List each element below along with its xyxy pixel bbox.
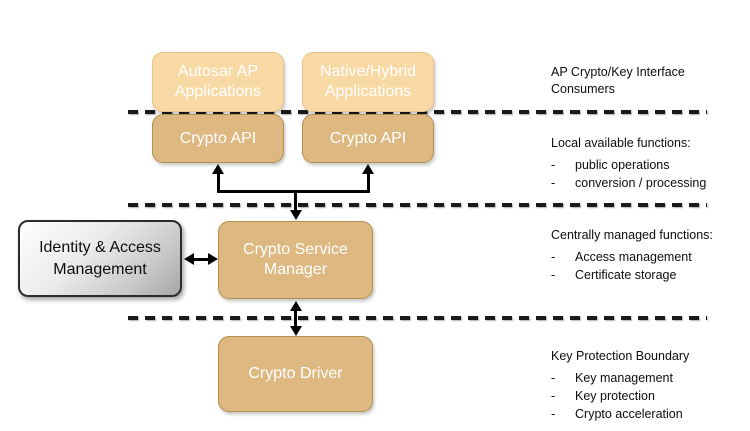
list-item-text: Crypto acceleration: [575, 407, 683, 421]
arrow-line: [216, 190, 370, 193]
bullet-dash: -: [551, 389, 556, 403]
arrowhead-left-icon: [184, 253, 194, 265]
arrow-line: [294, 309, 297, 328]
bullet-dash: -: [551, 371, 556, 385]
bullet-dash: -: [551, 250, 556, 264]
arrow-line: [216, 172, 220, 193]
list-item-text: Key management: [575, 371, 673, 385]
arrow-line: [366, 172, 370, 193]
arrowhead-down-icon: [289, 210, 302, 220]
autosar-ap-applications-box: Autosar AP Applications: [152, 52, 284, 112]
annotation-title: AP Crypto/Key Interface Consumers: [551, 65, 685, 96]
bullet-dash: -: [551, 158, 556, 172]
list-item: - public operations: [551, 156, 736, 174]
list-item: - Key management: [551, 369, 736, 387]
crypto-service-manager-box: Crypto Service Manager: [218, 221, 373, 299]
annotation-title: Centrally managed functions:: [551, 228, 713, 242]
layer-divider-middle: [128, 203, 707, 207]
list-item-text: public operations: [575, 158, 670, 172]
annotation-title: Local available functions:: [551, 136, 691, 150]
annotation-consumers: AP Crypto/Key Interface Consumers: [551, 64, 736, 102]
list-item: - conversion / processing: [551, 174, 736, 192]
list-item-text: Certificate storage: [575, 268, 677, 282]
list-item: - Key protection: [551, 387, 736, 405]
list-item-text: conversion / processing: [575, 176, 707, 190]
identity-access-management-box: Identity & Access Management: [18, 220, 182, 297]
list-item-text: Key protection: [575, 389, 655, 403]
layer-divider-bottom: [128, 316, 707, 320]
arrowhead-up-icon: [289, 301, 302, 311]
annotation-title: Key Protection Boundary: [551, 349, 690, 363]
annotation-key-protection: Key Protection Boundary - Key management…: [551, 348, 736, 423]
crypto-driver-box: Crypto Driver: [218, 336, 373, 412]
bullet-dash: -: [551, 268, 556, 282]
annotation-local-functions: Local available functions: - public oper…: [551, 135, 736, 192]
crypto-api-box-right: Crypto API: [302, 114, 434, 163]
arrowhead-up-right-icon: [362, 164, 374, 174]
arrow-line: [294, 190, 297, 211]
arrowhead-right-icon: [208, 253, 218, 265]
crypto-api-box-left: Crypto API: [152, 114, 284, 163]
list-item: - Certificate storage: [551, 266, 736, 284]
bullet-dash: -: [551, 407, 556, 421]
annotation-central-functions: Centrally managed functions: - Access ma…: [551, 227, 736, 284]
bullet-dash: -: [551, 176, 556, 190]
arrow-line: [192, 257, 211, 261]
arrowhead-down-icon: [289, 326, 302, 336]
list-item: - Access management: [551, 248, 736, 266]
layer-divider-top: [128, 110, 707, 114]
list-item: - Crypto acceleration: [551, 405, 736, 423]
list-item-text: Access management: [575, 250, 692, 264]
arrowhead-up-left-icon: [212, 164, 224, 174]
native-hybrid-applications-box: Native/Hybrid Applications: [302, 52, 434, 112]
